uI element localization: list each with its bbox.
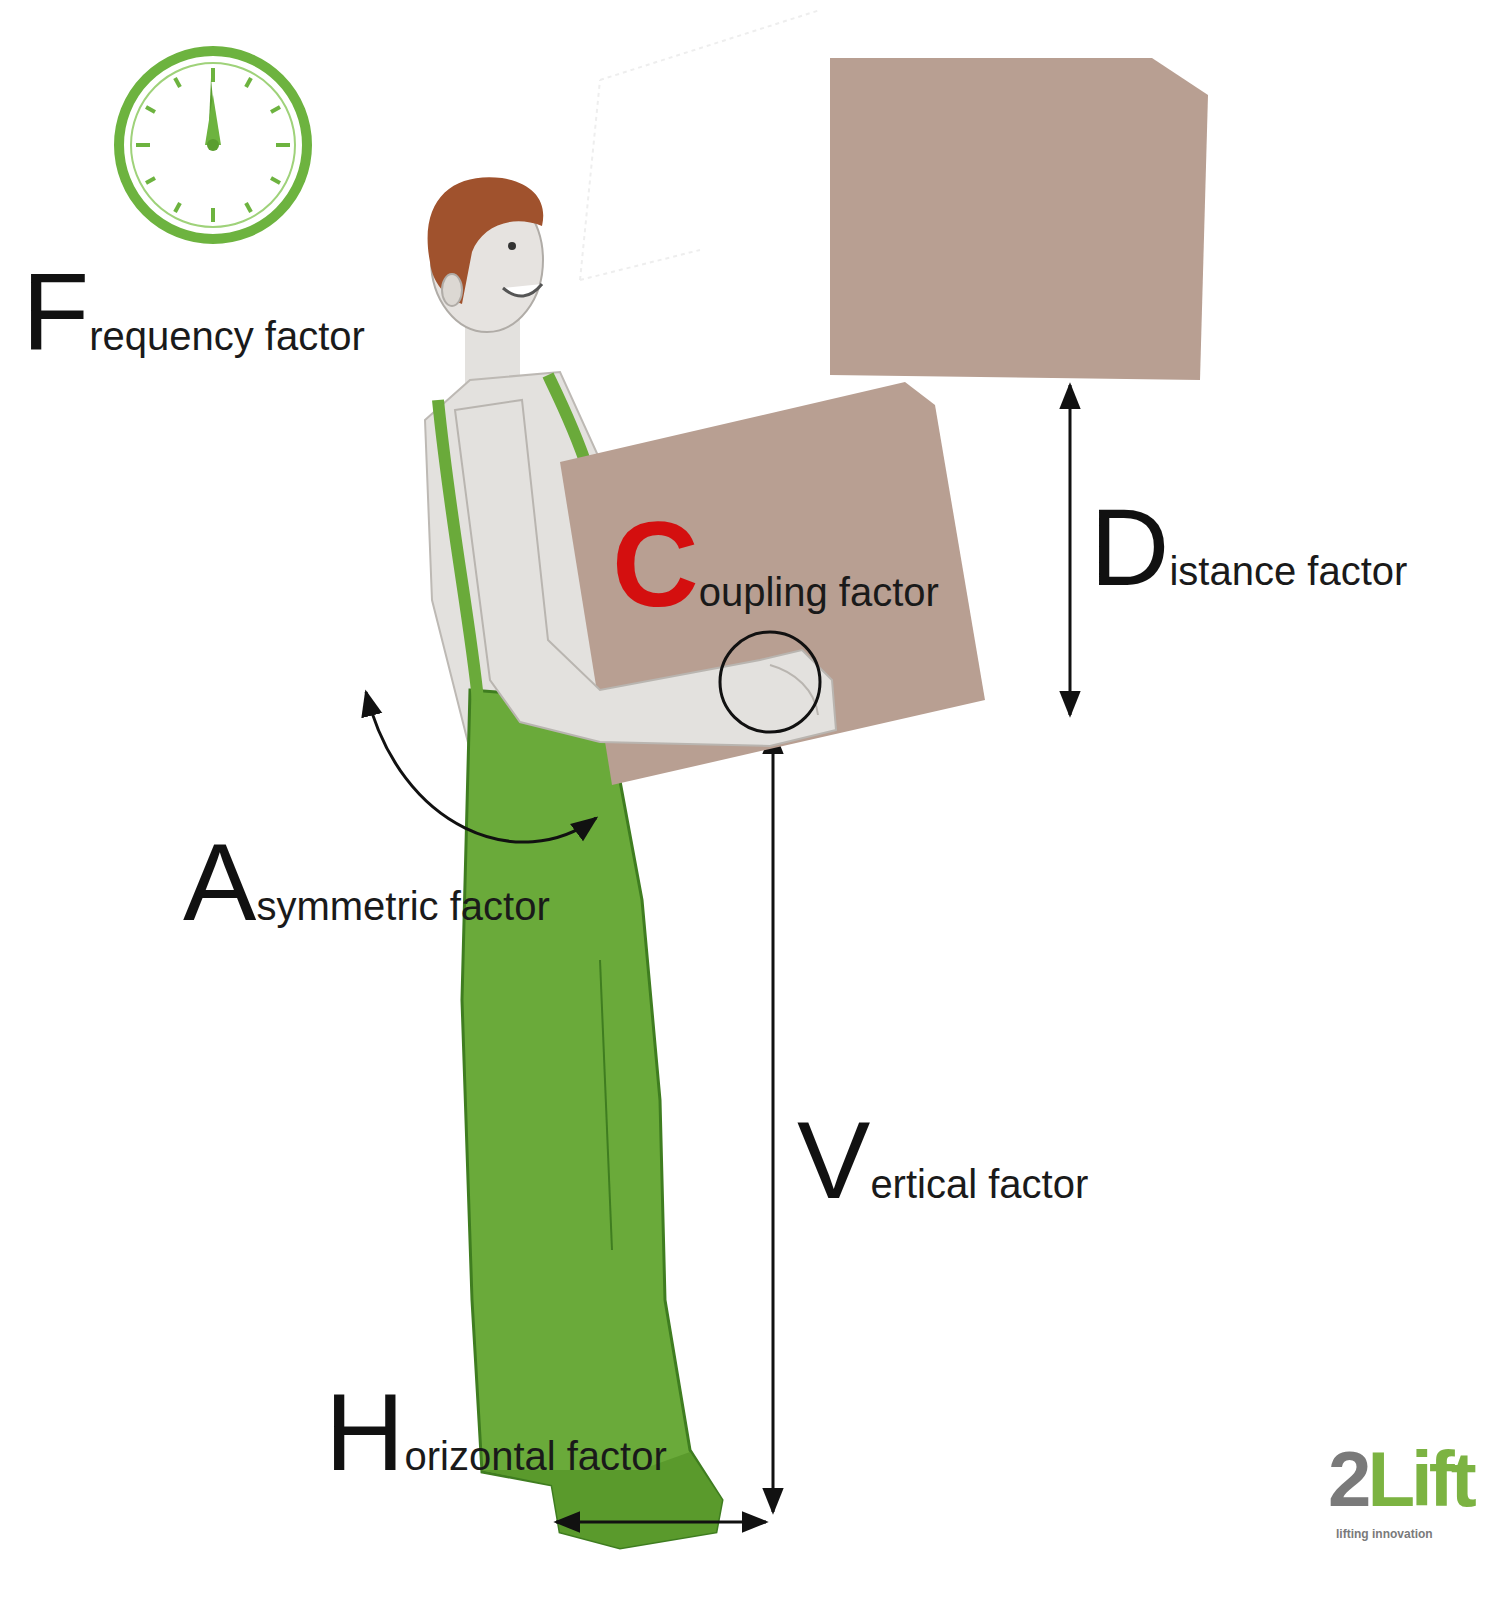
target-box [830,58,1208,380]
distance-arrow [1069,385,1072,715]
factor-label: Coupling factor [612,504,939,624]
carried-box: Coupling factor [563,385,988,790]
vertical-arrow [772,730,775,1512]
clock-icon [119,51,307,239]
logo-tagline: lifting innovation [1336,1528,1433,1540]
worker-figure [425,177,722,1548]
factor-label: Distance factor [1090,492,1407,602]
ghost-outline [580,10,820,280]
factor-label: Asymmetric factor [183,827,550,937]
factor-label: Vertical factor [797,1105,1088,1215]
factor-label: Frequency factor [22,257,365,367]
logo-text: 2Lift [1328,1440,1473,1518]
factor-label: Horizontal factor [325,1377,667,1487]
horizontal-arrow [556,1521,766,1524]
